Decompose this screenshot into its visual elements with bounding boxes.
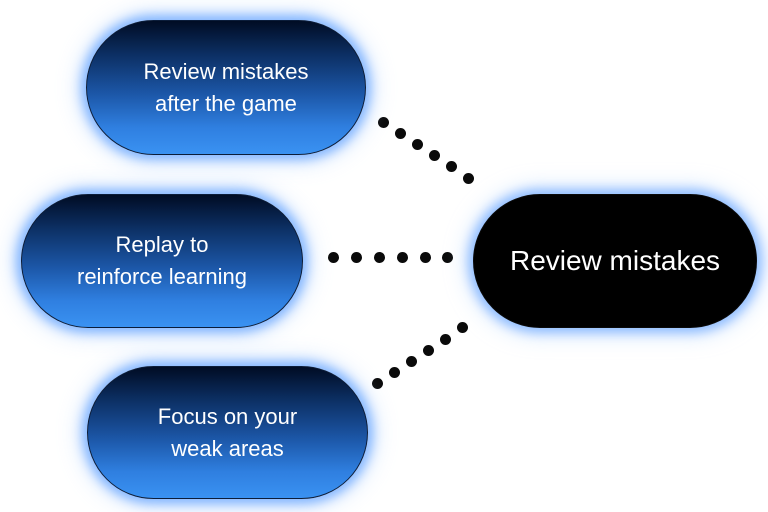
branch-node-replay: Replay to reinforce learning bbox=[21, 194, 303, 328]
connector-dot bbox=[389, 367, 400, 378]
connector-dot bbox=[397, 252, 408, 263]
connector-dot bbox=[395, 128, 406, 139]
branch-node-line: Focus on your bbox=[157, 403, 298, 429]
connector-dot bbox=[372, 378, 383, 389]
center-node: Review mistakes bbox=[473, 194, 757, 328]
connector-dot bbox=[457, 322, 468, 333]
branch-node-line: reinforce learning bbox=[77, 264, 247, 289]
branch-node-label: Focus on your weak areas bbox=[142, 401, 313, 465]
connector-dot bbox=[446, 161, 457, 172]
connector-dot bbox=[423, 345, 434, 356]
branch-node-line: weak areas bbox=[171, 435, 284, 461]
connector-dot bbox=[406, 356, 417, 367]
connector-dot bbox=[351, 252, 362, 263]
connector-dot bbox=[378, 117, 389, 128]
branch-node-review-after-game: Review mistakes after the game bbox=[86, 20, 366, 155]
connector-dot bbox=[412, 139, 423, 150]
branch-node-line: after the game bbox=[155, 90, 297, 116]
branch-node-line: Review mistakes bbox=[143, 58, 309, 84]
connector-dot bbox=[328, 252, 339, 263]
branch-node-label: Replay to reinforce learning bbox=[61, 229, 263, 293]
branch-node-focus-weak-areas: Focus on your weak areas bbox=[87, 366, 368, 499]
connector-dot bbox=[420, 252, 431, 263]
connector-dot bbox=[463, 173, 474, 184]
branch-node-label: Review mistakes after the game bbox=[127, 56, 324, 120]
connector-dot bbox=[429, 150, 440, 161]
branch-node-line: Replay to bbox=[115, 232, 209, 257]
connector-dot bbox=[440, 334, 451, 345]
connector-dot bbox=[442, 252, 453, 263]
connector-dot bbox=[374, 252, 385, 263]
center-node-label: Review mistakes bbox=[509, 245, 721, 276]
